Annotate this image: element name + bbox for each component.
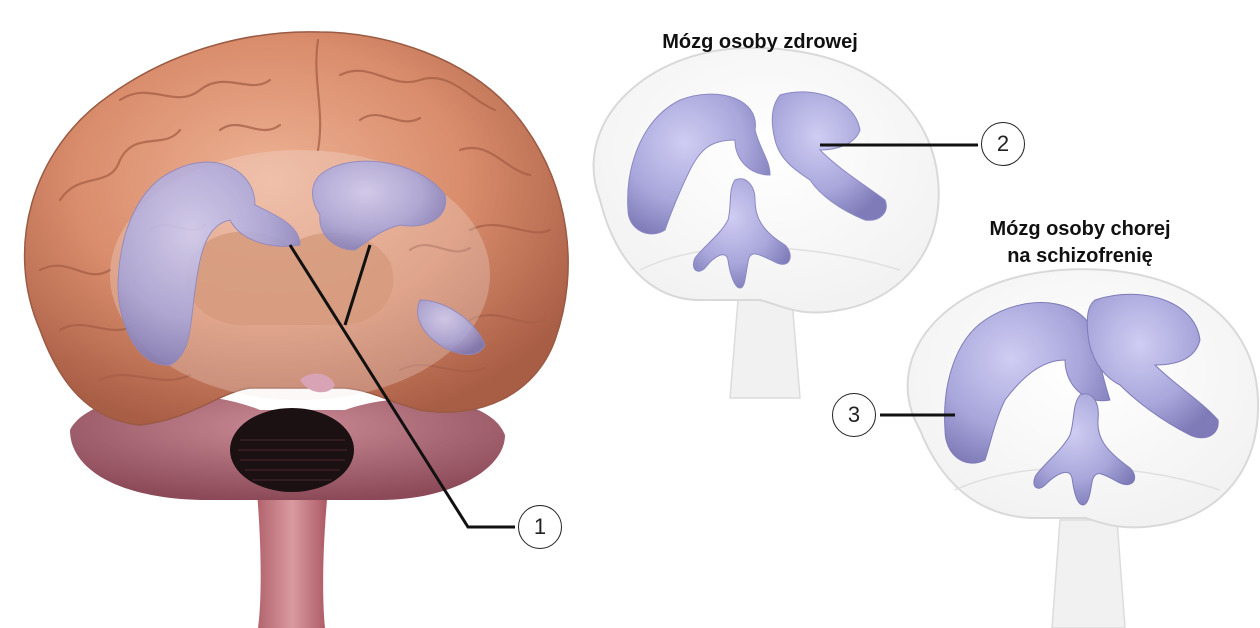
ghost-brain-healthy [594, 48, 939, 398]
title-schizophrenia-line-2: na schizofrenię [920, 244, 1240, 268]
callout-2: 2 [981, 122, 1025, 166]
title-healthy-brain: Mózg osoby zdrowej [585, 30, 935, 54]
callout-1: 1 [518, 505, 562, 549]
callout-3: 3 [832, 393, 876, 437]
ghost-brain-schizophrenia [908, 269, 1258, 628]
title-schizophrenia-line-1: Mózg osoby chorej [920, 217, 1240, 241]
anatomical-brain [25, 32, 569, 628]
